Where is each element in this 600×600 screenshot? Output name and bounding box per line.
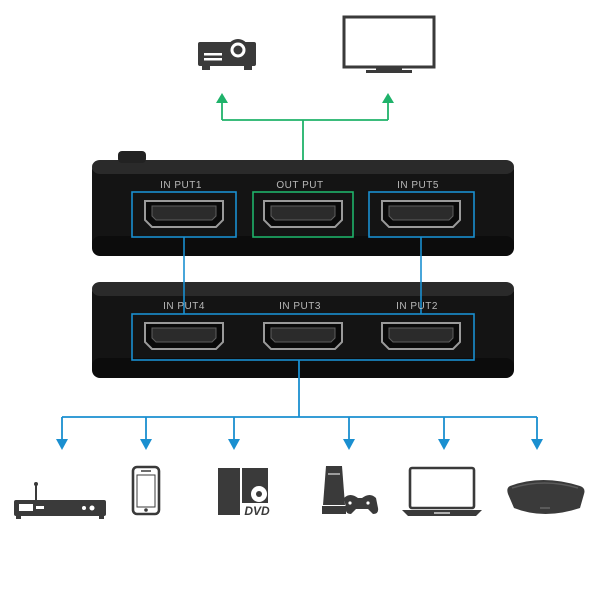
projector-icon (198, 39, 256, 70)
source-arrow-2 (140, 439, 152, 450)
source-arrows (56, 439, 543, 450)
source-arrow-4 (343, 439, 355, 450)
port-frame-bottom-row (131, 313, 475, 361)
port-label-output: OUT PUT (276, 180, 323, 191)
media-box-icon (507, 480, 585, 514)
set-top-box-icon (14, 482, 106, 519)
output-arrow-right (382, 93, 394, 103)
port-label-input2: IN PUT2 (396, 301, 438, 312)
smartphone-icon (131, 465, 161, 516)
source-arrow-1 (56, 439, 68, 450)
laptop-icon (402, 466, 482, 516)
port-label-input3: IN PUT3 (279, 301, 321, 312)
hdmi-port-input2[interactable] (381, 322, 461, 350)
source-arrow-6 (531, 439, 543, 450)
output-arrow-left (216, 93, 228, 103)
source-distribution-lines (61, 360, 538, 441)
hdmi-port-input5[interactable] (381, 200, 461, 228)
dvd-player-icon: DVD (218, 468, 274, 518)
port-label-input1: IN PUT1 (160, 180, 202, 191)
monitor-icon (342, 15, 436, 73)
switch-button[interactable] (118, 151, 146, 163)
port-label-input5: IN PUT5 (397, 180, 439, 191)
hdmi-port-input4[interactable] (144, 322, 224, 350)
game-console-icon (322, 466, 379, 514)
port-frame-output (252, 191, 354, 238)
port-label-input4: IN PUT4 (163, 301, 205, 312)
source-arrow-3 (228, 439, 240, 450)
source-arrow-5 (438, 439, 450, 450)
hdmi-port-output[interactable] (263, 200, 343, 228)
hdmi-port-input1[interactable] (144, 200, 224, 228)
dvd-label: DVD (244, 504, 270, 518)
hdmi-port-input3[interactable] (263, 322, 343, 350)
hdmi-ports (144, 200, 461, 350)
